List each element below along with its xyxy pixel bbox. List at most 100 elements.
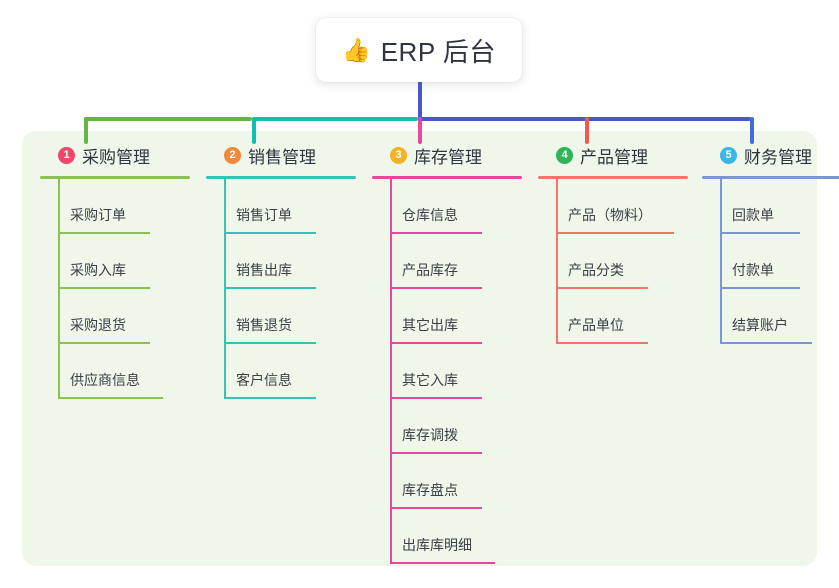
column-header-rule-sales — [206, 176, 356, 179]
column-items-finance: 回款单付款单结算账户 — [702, 179, 839, 344]
list-item-rule — [390, 232, 482, 234]
segment-blue — [418, 117, 751, 121]
column-items-purchase: 采购订单采购入库采购退货供应商信息 — [40, 179, 200, 399]
list-item-rule — [556, 287, 648, 289]
column-items-product: 产品（物料） 产品分类产品单位 — [538, 179, 698, 344]
column-product: 4 产品管理产品（物料） 产品分类产品单位 — [538, 142, 698, 344]
list-item-rule — [390, 397, 482, 399]
root-stem — [418, 82, 422, 119]
list-item-rule — [224, 342, 316, 344]
column-title-finance: 财务管理 — [744, 147, 812, 167]
segment-teal — [252, 117, 418, 121]
list-item[interactable]: 客户信息 — [224, 344, 366, 399]
column-header-purchase[interactable]: 1 采购管理 — [40, 142, 200, 168]
list-item[interactable]: 其它入库 — [390, 344, 532, 399]
list-item[interactable]: 产品（物料） — [556, 179, 698, 234]
list-item-label: 库存盘点 — [402, 482, 458, 498]
list-item-label: 库存调拨 — [402, 427, 458, 443]
drop-purchase — [84, 117, 88, 144]
root-node-card[interactable]: 👍 ERP 后台 — [316, 18, 522, 82]
list-item-rule — [720, 342, 812, 344]
list-item-rule — [58, 342, 150, 344]
list-item-rule — [224, 287, 316, 289]
list-item-label: 采购入库 — [70, 262, 126, 278]
drop-product — [585, 117, 589, 144]
list-item-rule — [224, 232, 316, 234]
list-item[interactable]: 付款单 — [720, 234, 839, 289]
list-item-label: 采购退货 — [70, 317, 126, 333]
list-item-rule — [556, 342, 648, 344]
list-item-label: 产品分类 — [568, 262, 624, 278]
column-purchase: 1 采购管理采购订单采购入库采购退货供应商信息 — [40, 142, 200, 399]
list-item[interactable]: 结算账户 — [720, 289, 839, 344]
column-items-inventory: 仓库信息产品库存其它出库其它入库库存调拨库存盘点出库库明细 — [372, 179, 532, 564]
list-item-rule — [58, 287, 150, 289]
list-item-rule — [720, 232, 800, 234]
column-header-rule-finance — [702, 176, 839, 179]
column-title-purchase: 采购管理 — [82, 147, 150, 167]
column-title-sales: 销售管理 — [248, 147, 316, 167]
list-item[interactable]: 其它出库 — [390, 289, 532, 344]
list-item-rule — [390, 342, 482, 344]
list-item-rule — [224, 397, 316, 399]
column-header-finance[interactable]: 5 财务管理 — [702, 142, 839, 168]
list-item[interactable]: 销售退货 — [224, 289, 366, 344]
segment-green — [84, 117, 252, 121]
list-item-label: 产品库存 — [402, 262, 458, 278]
list-item[interactable]: 回款单 — [720, 179, 839, 234]
column-badge-product: 4 — [556, 146, 573, 164]
list-item[interactable]: 产品单位 — [556, 289, 698, 344]
list-item-label: 供应商信息 — [70, 372, 140, 388]
list-item-label: 仓库信息 — [402, 207, 458, 223]
list-item[interactable]: 采购退货 — [58, 289, 200, 344]
list-item-label: 回款单 — [732, 207, 774, 223]
column-header-product[interactable]: 4 产品管理 — [538, 142, 698, 168]
list-item[interactable]: 采购入库 — [58, 234, 200, 289]
column-title-product: 产品管理 — [580, 147, 648, 167]
list-item[interactable]: 出库库明细 — [390, 509, 532, 564]
column-spine-product — [556, 179, 558, 344]
list-item[interactable]: 供应商信息 — [58, 344, 200, 399]
column-spine-purchase — [58, 179, 60, 399]
list-item[interactable]: 销售订单 — [224, 179, 366, 234]
list-item-label: 付款单 — [732, 262, 774, 278]
list-item-rule — [556, 232, 674, 234]
column-badge-purchase: 1 — [58, 146, 75, 164]
column-badge-inventory: 3 — [390, 146, 407, 164]
list-item[interactable]: 仓库信息 — [390, 179, 532, 234]
column-finance: 5 财务管理回款单付款单结算账户 — [702, 142, 839, 344]
thumbs-up-icon: 👍 — [342, 36, 371, 63]
list-item-label: 产品单位 — [568, 317, 624, 333]
list-item[interactable]: 产品库存 — [390, 234, 532, 289]
list-item-label: 销售出库 — [236, 262, 292, 278]
list-item[interactable]: 库存调拨 — [390, 399, 532, 454]
column-spine-finance — [720, 179, 722, 344]
list-item-label: 结算账户 — [732, 317, 788, 333]
column-header-rule-inventory — [372, 176, 522, 179]
list-item-label: 销售订单 — [236, 207, 292, 223]
list-item-label: 出库库明细 — [402, 537, 472, 553]
column-spine-inventory — [390, 179, 392, 564]
column-badge-finance: 5 — [720, 146, 737, 164]
drop-inventory — [418, 117, 422, 144]
list-item[interactable]: 采购订单 — [58, 179, 200, 234]
list-item-label: 其它出库 — [402, 317, 458, 333]
list-item-rule — [58, 232, 150, 234]
list-item[interactable]: 销售出库 — [224, 234, 366, 289]
list-item-rule — [390, 507, 482, 509]
list-item-label: 采购订单 — [70, 207, 126, 223]
list-item[interactable]: 产品分类 — [556, 234, 698, 289]
list-item-rule — [390, 452, 482, 454]
list-item-rule — [58, 397, 163, 399]
drop-sales — [252, 117, 256, 144]
column-header-rule-product — [538, 176, 688, 179]
list-item[interactable]: 库存盘点 — [390, 454, 532, 509]
column-spine-sales — [224, 179, 226, 399]
drop-finance — [750, 117, 754, 144]
list-item-rule — [390, 562, 495, 564]
column-items-sales: 销售订单销售出库销售退货客户信息 — [206, 179, 366, 399]
